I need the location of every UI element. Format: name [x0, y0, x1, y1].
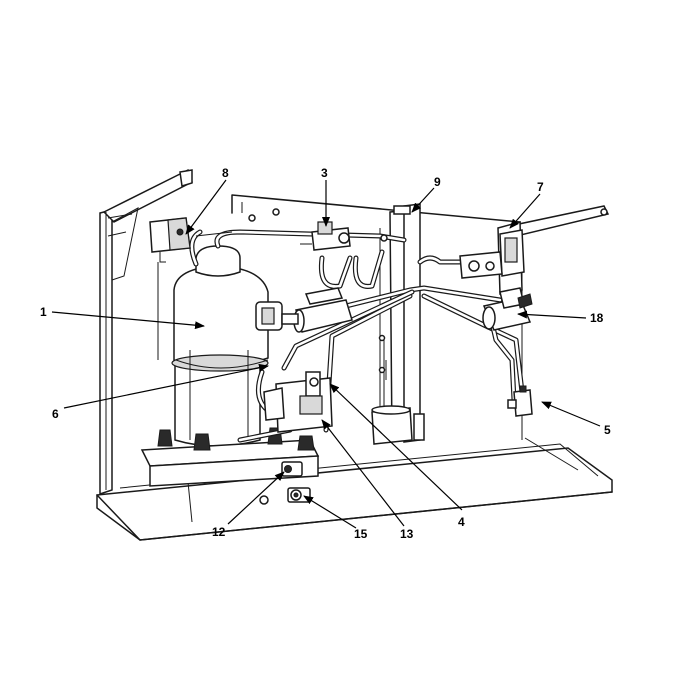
- valve-assembly: [263, 371, 333, 433]
- filter-drier: [281, 287, 353, 333]
- callout-7: 7: [537, 180, 544, 194]
- service-valve: [507, 385, 533, 430]
- callout-15: 15: [354, 527, 368, 541]
- receiver-tank: [371, 405, 425, 445]
- callout-labels: 1 3 4 5 6 7 8 9 12 13 15 18: [40, 166, 611, 541]
- callout-5: 5: [604, 423, 611, 437]
- callout-leaders: [51, 179, 601, 529]
- panel-fasteners: [248, 208, 388, 374]
- leader-7: [509, 193, 541, 229]
- left-upright-frame: [99, 168, 193, 496]
- callout-8: 8: [222, 166, 229, 180]
- callout-6: 6: [52, 407, 59, 421]
- compressor-mounts: [140, 427, 320, 487]
- leader-15: [303, 495, 357, 529]
- pressure-switch-box: [149, 217, 233, 360]
- leader-5: [541, 401, 601, 427]
- leader-13: [321, 419, 405, 527]
- control-module: [459, 229, 525, 279]
- callout-18: 18: [590, 311, 604, 325]
- callout-3: 3: [321, 166, 328, 180]
- leader-18: [517, 310, 587, 319]
- leader-1: [51, 311, 205, 330]
- expansion-valve: [482, 287, 533, 331]
- callout-9: 9: [434, 175, 441, 189]
- leader-9: [411, 187, 435, 213]
- leader-12: [227, 471, 285, 525]
- compressor: [171, 245, 283, 447]
- callout-12: 12: [212, 525, 226, 539]
- leader-6: [63, 363, 269, 409]
- base-fittings: [259, 461, 311, 505]
- leader-8: [185, 179, 227, 235]
- callout-13: 13: [400, 527, 414, 541]
- callout-1: 1: [40, 305, 47, 319]
- leader-4: [329, 383, 463, 511]
- callout-4: 4: [458, 515, 465, 529]
